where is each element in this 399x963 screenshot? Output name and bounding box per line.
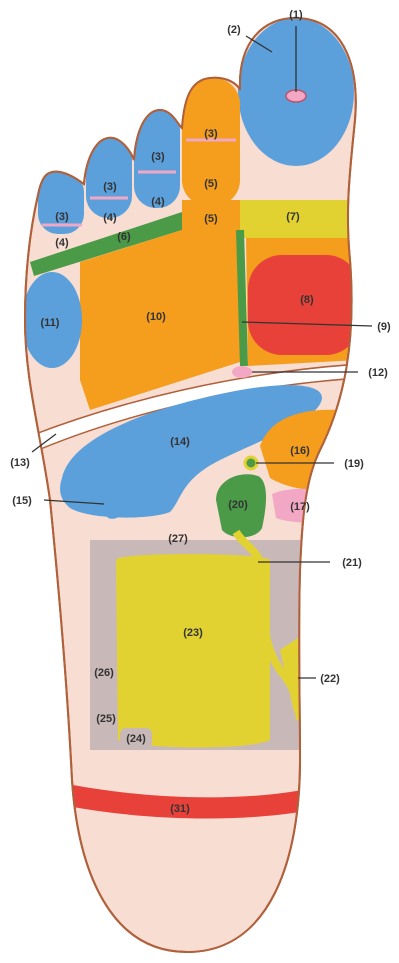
- label-16: (16): [290, 445, 310, 457]
- label-24: (24): [126, 733, 146, 745]
- label-4-toe5: (4): [55, 237, 69, 249]
- label-10: (10): [146, 311, 166, 323]
- label-22: (22): [320, 673, 340, 685]
- label-1: (1): [289, 9, 303, 21]
- label-27: (27): [168, 533, 188, 545]
- zone-9-line: [240, 230, 244, 366]
- label-2: (2): [227, 24, 241, 36]
- label-3-toe5: (3): [55, 211, 69, 223]
- label-6: (6): [117, 231, 131, 243]
- zone-12-area: [232, 366, 252, 378]
- label-8: (8): [300, 294, 314, 306]
- label-11: (11): [41, 317, 60, 329]
- label-5-toe2: (5): [204, 178, 218, 190]
- label-19: (19): [344, 458, 364, 470]
- label-4-toe3: (4): [151, 196, 165, 208]
- label-17: (17): [290, 501, 310, 513]
- label-21: (21): [342, 557, 362, 569]
- label-20: (20): [228, 499, 248, 511]
- label-31: (31): [170, 803, 190, 815]
- label-13: (13): [10, 457, 30, 469]
- label-4-toe4: (4): [103, 212, 117, 224]
- label-25: (25): [96, 713, 116, 725]
- zone-3-toe-4: [86, 136, 132, 218]
- label-23: (23): [183, 627, 203, 639]
- label-15: (15): [12, 495, 32, 507]
- label-3-toe2: (3): [204, 128, 218, 140]
- label-12: (12): [368, 367, 388, 379]
- label-3-toe4: (3): [103, 181, 117, 193]
- label-9: (9): [377, 321, 391, 333]
- label-7: (7): [286, 211, 300, 223]
- label-5-band: (5): [204, 213, 218, 225]
- zone-19-dot: [245, 457, 257, 469]
- label-14: (14): [170, 436, 190, 448]
- label-26: (26): [94, 667, 114, 679]
- zone-23-area: [116, 554, 270, 748]
- label-3-toe3: (3): [151, 151, 165, 163]
